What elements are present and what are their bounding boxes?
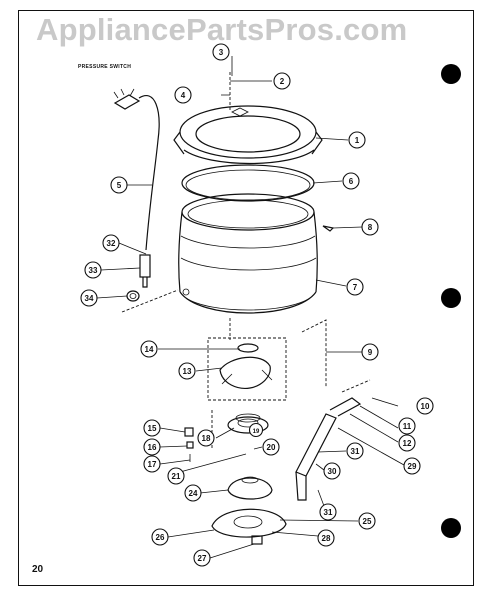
page-number: 20 bbox=[32, 564, 44, 575]
base-plate-drawing bbox=[211, 508, 287, 545]
tub-ring-drawing bbox=[173, 105, 323, 165]
callout-29: 29 bbox=[403, 457, 421, 475]
callout-24: 24 bbox=[184, 484, 202, 502]
callout-34: 34 bbox=[80, 289, 98, 307]
svg-text:10: 10 bbox=[421, 402, 430, 411]
svg-text:31: 31 bbox=[351, 447, 360, 456]
leader-lines bbox=[96, 56, 405, 559]
callout-25: 25 bbox=[358, 512, 376, 530]
svg-text:19: 19 bbox=[253, 429, 260, 435]
callout-20: 20 bbox=[262, 438, 280, 456]
svg-text:16: 16 bbox=[148, 443, 157, 452]
svg-text:33: 33 bbox=[89, 266, 98, 275]
svg-text:27: 27 bbox=[198, 554, 207, 563]
callout-10: 10 bbox=[416, 397, 434, 415]
callout-7: 7 bbox=[346, 278, 364, 296]
pressure-switch-label: PRESSURE SWITCH bbox=[78, 64, 132, 70]
callout-2: 2 bbox=[273, 72, 291, 90]
callout-31-lower: 31 bbox=[319, 503, 337, 521]
binder-hole-bottom bbox=[441, 518, 461, 538]
svg-text:8: 8 bbox=[368, 223, 373, 232]
callout-4: 4 bbox=[174, 86, 192, 104]
callout-33: 33 bbox=[84, 261, 102, 279]
svg-text:21: 21 bbox=[172, 472, 181, 481]
svg-text:25: 25 bbox=[363, 517, 372, 526]
svg-text:20: 20 bbox=[267, 443, 276, 452]
svg-text:34: 34 bbox=[85, 294, 94, 303]
callout-30: 30 bbox=[323, 462, 341, 480]
svg-text:12: 12 bbox=[403, 439, 412, 448]
svg-text:26: 26 bbox=[156, 533, 165, 542]
svg-text:31: 31 bbox=[324, 508, 333, 517]
brake-parts-drawing bbox=[184, 427, 194, 462]
callout-28: 28 bbox=[317, 529, 335, 547]
callout-16: 16 bbox=[143, 438, 161, 456]
svg-text:11: 11 bbox=[403, 422, 412, 431]
outer-tub-drawing bbox=[178, 193, 318, 314]
binder-hole-middle bbox=[441, 288, 461, 308]
svg-text:7: 7 bbox=[353, 283, 358, 292]
svg-text:4: 4 bbox=[181, 91, 186, 100]
callout-6: 6 bbox=[342, 172, 360, 190]
svg-text:17: 17 bbox=[148, 460, 157, 469]
svg-text:24: 24 bbox=[189, 489, 198, 498]
callout-11: 11 bbox=[398, 417, 416, 435]
callout-18: 18 bbox=[197, 429, 215, 447]
callout-26: 26 bbox=[151, 528, 169, 546]
hose-fittings-drawing bbox=[121, 254, 179, 313]
binder-hole-top bbox=[441, 64, 461, 84]
svg-text:1: 1 bbox=[355, 136, 360, 145]
svg-text:29: 29 bbox=[408, 462, 417, 471]
callout-1: 1 bbox=[348, 131, 366, 149]
suspension-arm-drawing bbox=[295, 319, 371, 501]
callout-19: 19 bbox=[248, 422, 264, 438]
svg-text:15: 15 bbox=[148, 424, 157, 433]
callout-5: 5 bbox=[110, 176, 128, 194]
page-border bbox=[18, 10, 474, 586]
screw-drawing bbox=[322, 225, 335, 232]
callout-15: 15 bbox=[143, 419, 161, 437]
callout-14: 14 bbox=[140, 340, 158, 358]
callout-13: 13 bbox=[178, 362, 196, 380]
pressure-switch-drawing bbox=[113, 88, 160, 251]
callout-3: 3 bbox=[212, 43, 230, 61]
watermark: AppliancePartsPros.com bbox=[36, 12, 408, 47]
callout-31-upper: 31 bbox=[346, 442, 364, 460]
svg-text:30: 30 bbox=[328, 467, 337, 476]
svg-text:18: 18 bbox=[202, 434, 211, 443]
motor-cover-drawing bbox=[227, 476, 273, 500]
callout-12: 12 bbox=[398, 434, 416, 452]
svg-text:3: 3 bbox=[219, 48, 224, 57]
svg-text:13: 13 bbox=[183, 367, 192, 376]
svg-text:14: 14 bbox=[145, 345, 154, 354]
agitator-drive-box-drawing bbox=[207, 337, 287, 401]
svg-text:5: 5 bbox=[117, 181, 122, 190]
callout-32: 32 bbox=[102, 234, 120, 252]
callout-9: 9 bbox=[361, 343, 379, 361]
callout-27: 27 bbox=[193, 549, 211, 567]
svg-text:9: 9 bbox=[368, 348, 373, 357]
svg-text:6: 6 bbox=[349, 177, 354, 186]
callout-8: 8 bbox=[361, 218, 379, 236]
svg-text:2: 2 bbox=[280, 77, 285, 86]
callout-17: 17 bbox=[143, 455, 161, 473]
svg-text:32: 32 bbox=[107, 239, 116, 248]
callout-21: 21 bbox=[167, 467, 185, 485]
svg-text:28: 28 bbox=[322, 534, 331, 543]
